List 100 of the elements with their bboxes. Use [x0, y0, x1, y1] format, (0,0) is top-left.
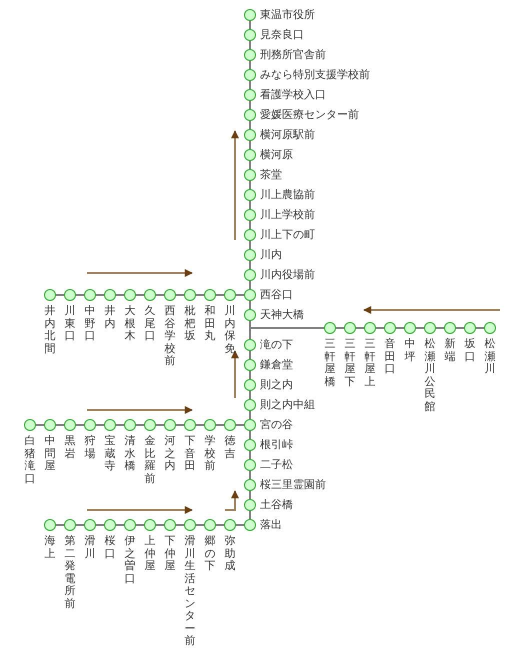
- stop-name: 伊之曽口: [124, 535, 136, 585]
- stop-name: 黒岩: [64, 435, 76, 460]
- stop-name: 金比羅前: [144, 435, 156, 485]
- stop-name: 川上下の町: [260, 228, 315, 241]
- stop-name: 中野口: [84, 305, 96, 342]
- route-line: [249, 511, 251, 519]
- route-line: [249, 471, 251, 479]
- stop-name: 井内北間: [44, 305, 56, 355]
- stop-name: 則之内: [260, 378, 293, 391]
- stop-name: 鎌倉堂: [260, 358, 293, 371]
- route-line: [196, 424, 204, 426]
- stop-name: 桜口: [104, 535, 116, 560]
- stop-name: 横河原駅前: [260, 128, 315, 141]
- stop-name: 井内: [104, 305, 116, 330]
- route-line: [249, 411, 251, 419]
- stop-name: 徳吉: [224, 435, 236, 460]
- route-line: [116, 524, 124, 526]
- route-line: [116, 424, 124, 426]
- stop-name: 大根木: [124, 305, 136, 342]
- stop-name: 三軒屋上: [364, 338, 376, 388]
- route-line: [236, 524, 244, 526]
- stop-name: 愛媛医療センター前: [260, 108, 359, 121]
- stop-name: 上仲屋: [144, 535, 156, 572]
- route-line: [116, 294, 124, 296]
- route-line: [76, 524, 84, 526]
- route-line: [136, 294, 144, 296]
- route-line: [96, 524, 104, 526]
- stop-name: 郷の下: [204, 535, 216, 572]
- route-line: [249, 371, 251, 379]
- route-line: [249, 321, 324, 329]
- stop-name: 坂口: [464, 338, 476, 363]
- stop-name: 根引峠: [260, 438, 293, 451]
- route-line: [56, 294, 64, 296]
- route-line: [249, 41, 251, 49]
- stop-name: 天神大橋: [260, 308, 304, 321]
- route-line: [76, 424, 84, 426]
- route-line: [156, 524, 164, 526]
- route-line: [416, 327, 424, 329]
- route-line: [216, 424, 224, 426]
- stop-name: 和田丸: [204, 305, 216, 342]
- stop-name: 清水橋: [124, 435, 136, 472]
- stop-name: 弥助成: [224, 535, 236, 572]
- route-line: [249, 241, 251, 249]
- route-line: [196, 524, 204, 526]
- route-line: [249, 21, 251, 29]
- route-line: [249, 431, 251, 439]
- route-line: [236, 424, 244, 426]
- stop-name: 川上農協前: [260, 188, 315, 201]
- route-line: [249, 261, 251, 269]
- stop-name: 音田口: [384, 338, 396, 376]
- stop-name: 西谷口: [260, 288, 293, 301]
- stop-name: 枇杷坂: [184, 305, 196, 342]
- route-line: [476, 327, 484, 329]
- stop-name: 新端: [444, 338, 456, 363]
- route-line: [249, 221, 251, 229]
- stop-name: 宮の谷: [260, 418, 293, 431]
- stop-name: 川内: [260, 248, 282, 261]
- route-line: [249, 351, 251, 359]
- route-line: [249, 101, 251, 109]
- route-line: [249, 201, 251, 209]
- route-line: [96, 294, 104, 296]
- route-line: [249, 121, 251, 129]
- stop-name: 中坪: [404, 338, 416, 363]
- route-line: [96, 424, 104, 426]
- stop-name: 西谷学校前: [164, 305, 176, 368]
- route-line: [436, 327, 444, 329]
- stop-name: 見奈良口: [260, 28, 304, 41]
- stop-name: 下仲屋: [164, 535, 176, 572]
- stop-name: 白猪滝口: [24, 435, 36, 485]
- stop-name: 下音田: [184, 435, 196, 472]
- stop-name: 川上学校前: [260, 208, 315, 221]
- route-line: [136, 424, 144, 426]
- stop-name: 三軒屋下: [344, 338, 356, 388]
- stop-name: 三軒屋橋: [324, 338, 336, 388]
- route-line: [376, 327, 384, 329]
- route-line: [56, 524, 64, 526]
- route-line: [196, 294, 204, 296]
- stop-name: みなら特別支援学校前: [260, 68, 370, 81]
- stop-name: 海上: [44, 535, 56, 560]
- route-line: [249, 81, 251, 89]
- route-line: [176, 424, 184, 426]
- route-line: [176, 294, 184, 296]
- stop-name: 滑川生活センター前: [184, 535, 196, 648]
- stop-name: 川内役場前: [260, 268, 315, 281]
- stop-name: 松瀬川公民館: [424, 338, 436, 413]
- stop-name: 落出: [260, 518, 282, 531]
- route-line: [396, 327, 404, 329]
- route-line: [249, 391, 251, 399]
- stop-name: 東温市役所: [260, 8, 315, 21]
- stop-name: 土谷橋: [260, 498, 293, 511]
- route-line: [249, 181, 251, 189]
- stop-name: 宝蔵寺: [104, 435, 116, 472]
- route-line: [76, 294, 84, 296]
- stop-name: 川東口: [64, 305, 76, 342]
- route-line: [249, 141, 251, 149]
- stop-name: 桜三里霊園前: [260, 478, 326, 491]
- stop-name: 横河原: [260, 148, 293, 161]
- stop-name: 河之内: [164, 435, 176, 472]
- stop-name: 学校前: [204, 435, 216, 472]
- stop-name: 松瀬川: [484, 338, 496, 376]
